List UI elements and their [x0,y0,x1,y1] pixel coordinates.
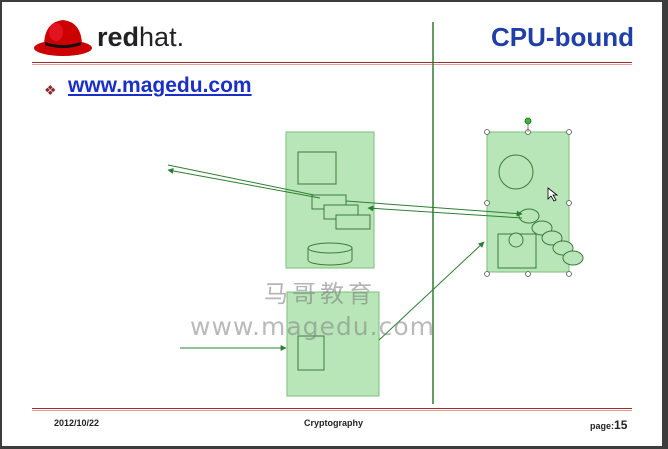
chain-ellipse-5 [562,250,584,266]
bottom-inner-rect [297,335,325,371]
slide-title: CPU-bound [491,22,634,52]
redhat-logo-icon [34,20,92,56]
arrow-up-right [378,241,485,341]
arrow-to-left [167,168,321,199]
footer-topic: Cryptography [304,418,364,428]
process-square [297,151,337,185]
arrow-to-right [345,200,523,217]
chain-ellipse-1 [518,208,540,224]
slide: redhat. CPU-bound ❖ www.magedu.com [2,2,662,446]
bullet-icon: ❖ [44,82,57,98]
move-cursor-icon [547,187,559,202]
right-circle [498,154,534,190]
disk-cylinder-top [307,242,353,254]
watermark-chinese: 马哥教育 [264,280,376,308]
page-label: page: [590,421,615,431]
arrow-from-left [167,164,315,196]
footer-rule-shadow [32,410,632,411]
brand-wordmark: redhat. [97,22,184,53]
right-small-circle [508,232,524,248]
footer-page: page:15 [590,418,627,432]
bullet-url: www.magedu.com [68,74,252,97]
arrow-from-right [367,205,523,219]
chain-ellipse-3 [541,230,563,246]
brand-bold: red [97,22,140,52]
stack-box-3 [335,214,371,230]
header-rule [32,62,632,63]
brand-light: hat. [139,22,185,52]
footer-date: 2012/10/22 [54,418,100,428]
page-number: 15 [614,418,628,432]
watermark-url: www.magedu.com [190,312,435,341]
selection-handles [484,129,572,277]
rotation-handle [524,117,532,125]
header-rule-shadow [32,64,632,65]
cpu-bound-diagram [167,22,584,404]
footer-rule [32,408,632,409]
